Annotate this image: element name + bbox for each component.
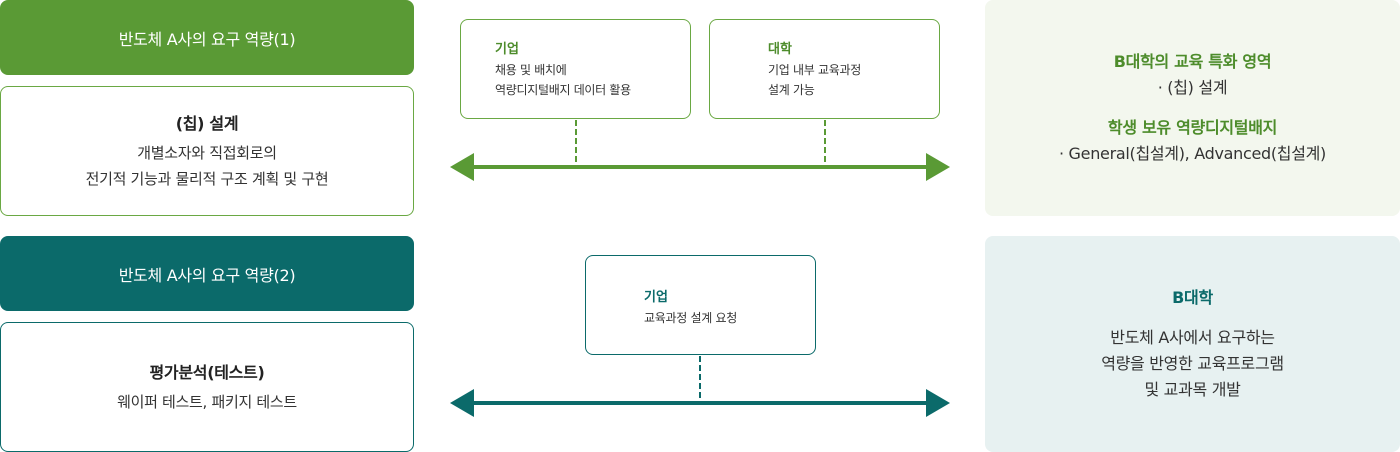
row2-double-arrow xyxy=(450,389,950,417)
row1-info-company-title: 기업 xyxy=(495,42,519,57)
row1-summary-line-1: · (칩) 설계 xyxy=(1157,78,1228,97)
row1-info-university-title: 대학 xyxy=(768,42,792,57)
row1-detail-box: (칩) 설계 개별소자와 직접회로의 전기적 기능과 물리적 구조 계획 및 구… xyxy=(0,86,414,216)
row2-detail-line-1: 웨이퍼 테스트, 패키지 테스트 xyxy=(117,393,297,411)
row2-detail-box: 평가분석(테스트) 웨이퍼 테스트, 패키지 테스트 xyxy=(0,322,414,452)
row1-detail-line-1: 개별소자와 직접회로의 xyxy=(137,144,277,162)
row2-header: 반도체 A사의 요구 역량(2) xyxy=(0,236,414,311)
row2-info-company-line-1: 교육과정 설계 요청 xyxy=(644,311,737,325)
row2-info-company-title: 기업 xyxy=(644,290,668,305)
row1-summary-line-2: · General(칩설계), Advanced(칩설계) xyxy=(1058,144,1327,163)
row2-header-text: 반도체 A사의 요구 역량(2) xyxy=(118,265,296,285)
row2-summary-line-3: 및 교과목 개발 xyxy=(1144,380,1241,399)
row2-summary-heading: B대학 xyxy=(1172,288,1213,307)
row2-summary-box: B대학 반도체 A사에서 요구하는 역량을 반영한 교육프로그램 및 교과목 개… xyxy=(985,236,1400,452)
row1-header: 반도체 A사의 요구 역량(1) xyxy=(0,0,414,75)
row1-info-box-university: 대학 기업 내부 교육과정 설계 가능 xyxy=(709,19,940,119)
row2-summary-line-2: 역량을 반영한 교육프로그램 xyxy=(1101,354,1284,373)
row2-info-box-company: 기업 교육과정 설계 요청 xyxy=(585,255,816,355)
row1-connector-company xyxy=(575,120,577,162)
row1-summary-box: B대학의 교육 특화 영역 · (칩) 설계 학생 보유 역량디지털배지 · G… xyxy=(985,0,1400,216)
row1-info-university-line-1: 기업 내부 교육과정 xyxy=(768,63,861,77)
row1-info-university-line-2: 설계 가능 xyxy=(768,83,815,97)
row1-detail-title: (칩) 설계 xyxy=(175,114,239,133)
row2-summary-line-1: 반도체 A사에서 요구하는 xyxy=(1110,328,1275,347)
row1-info-box-company: 기업 채용 및 배치에 역량디지털배지 데이터 활용 xyxy=(460,19,691,119)
row1-summary-heading-1: B대학의 교육 특화 영역 xyxy=(1113,52,1272,71)
row1-info-company-line-2: 역량디지털배지 데이터 활용 xyxy=(495,83,631,97)
row2-connector-company xyxy=(699,356,701,398)
row1-summary-heading-2: 학생 보유 역량디지털배지 xyxy=(1107,118,1278,137)
row1-detail-line-2: 전기적 기능과 물리적 구조 계획 및 구현 xyxy=(85,170,329,188)
row1-double-arrow xyxy=(450,153,950,181)
row1-header-text: 반도체 A사의 요구 역량(1) xyxy=(118,29,296,49)
row1-connector-university xyxy=(824,120,826,162)
row2-detail-title: 평가분석(테스트) xyxy=(149,363,265,382)
row1-info-company-line-1: 채용 및 배치에 xyxy=(495,63,567,77)
